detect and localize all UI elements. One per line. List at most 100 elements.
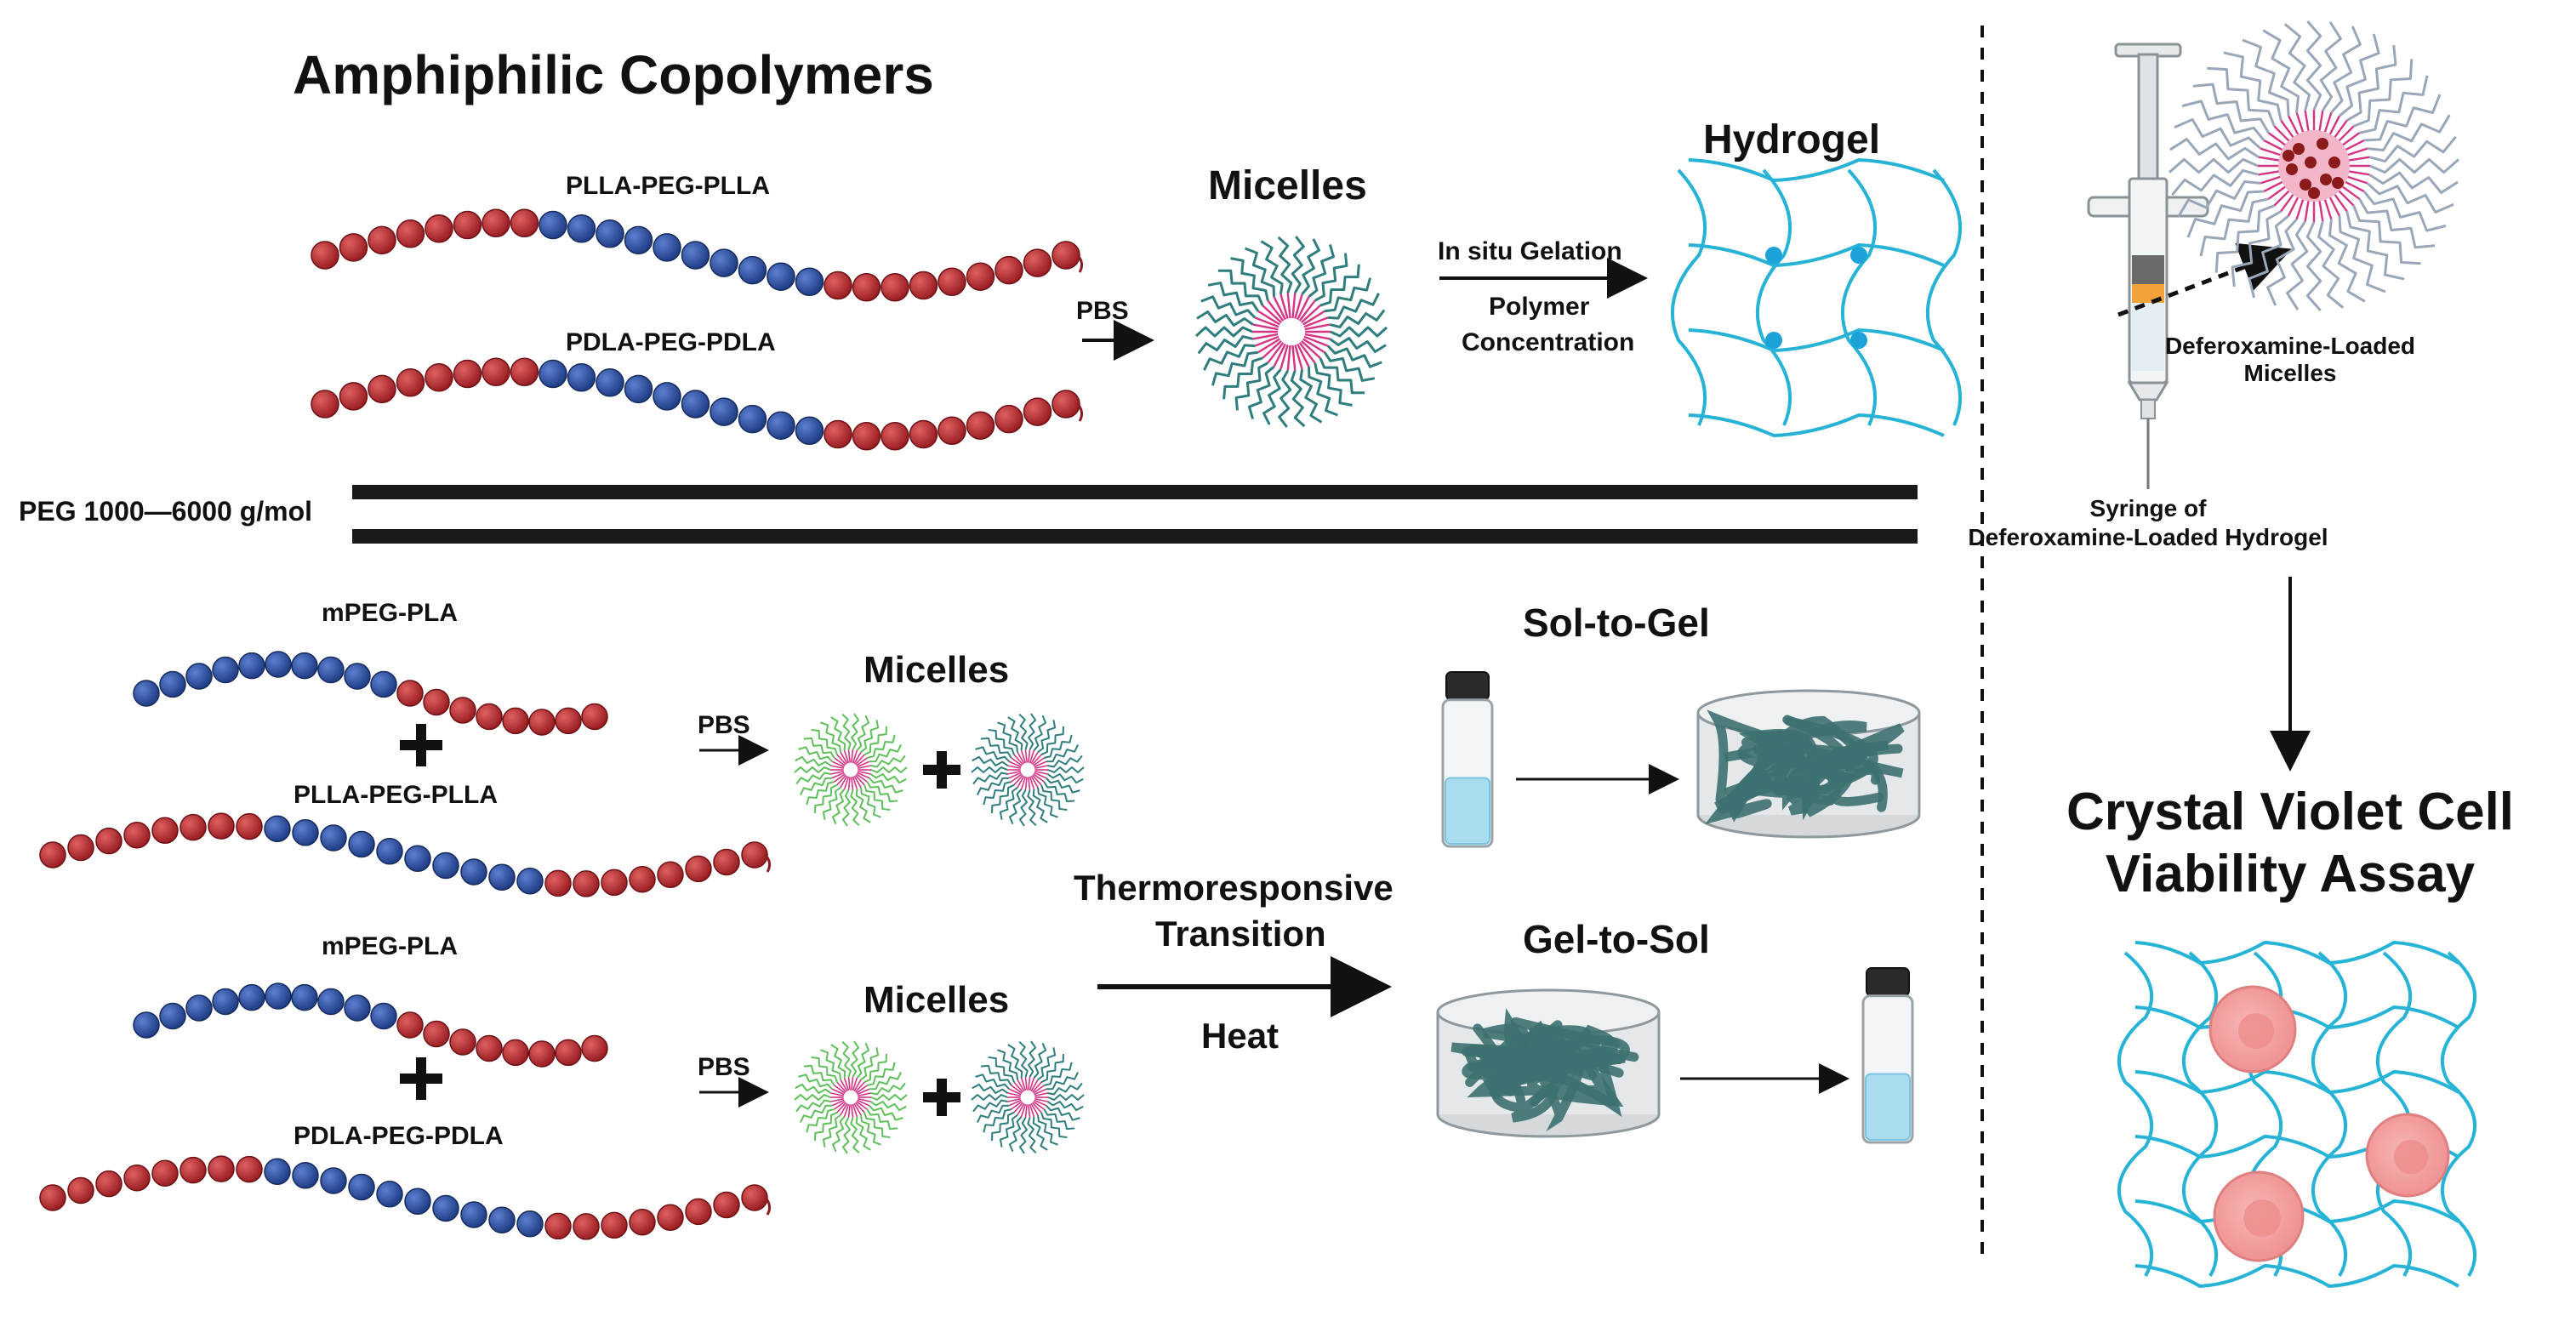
pla-bead — [994, 255, 1023, 285]
pla-bead — [502, 707, 529, 735]
chain-tail — [1076, 403, 1084, 422]
heat-label: Heat — [1201, 1016, 1279, 1056]
micelle-icon — [794, 713, 1085, 827]
chain-label-plla-peg-plla-2: PLLA-PEG-PLLA — [294, 781, 498, 809]
pla-bead — [151, 817, 179, 845]
chain-label-plla-peg-plla: PLLA-PEG-PLLA — [566, 172, 770, 200]
chain-label-mpeg-pla-1: mPEG-PLA — [322, 599, 458, 627]
pla-bead — [573, 870, 600, 897]
peg-bead — [376, 1180, 403, 1208]
pla-bead — [453, 210, 482, 240]
cell-icon — [2365, 1113, 2450, 1198]
pla-bead — [966, 262, 995, 291]
syringe-icon — [2087, 43, 2209, 489]
page-title: Amphiphilic Copolymers — [293, 44, 934, 105]
pla-bead — [1051, 241, 1080, 270]
peg-bead — [185, 663, 213, 690]
micelle-center — [1280, 321, 1302, 343]
chain-label-pdla-peg-pdla: PDLA-PEG-PDLA — [566, 328, 776, 356]
hydrogel-network-icon — [1670, 157, 1963, 438]
crosslink-node — [1850, 332, 1867, 349]
peg-bead — [348, 1173, 375, 1201]
drug-particle — [2300, 179, 2311, 191]
peg-bead — [681, 390, 710, 419]
chain-tail — [764, 1197, 772, 1216]
chain-tail — [764, 854, 772, 873]
drug-particle — [2305, 157, 2317, 168]
chain-tail — [1076, 254, 1084, 273]
pla-bead — [510, 357, 539, 387]
peg-bead — [292, 1162, 319, 1189]
peg-bead — [710, 248, 738, 277]
micelle-center — [1022, 1091, 1034, 1103]
pla-bead — [573, 1213, 600, 1240]
peg-bead — [539, 210, 567, 240]
pla-bead — [425, 214, 453, 243]
peg-bead — [624, 374, 653, 404]
pbs-label-top: PBS — [1076, 297, 1129, 325]
pla-bead — [713, 848, 740, 876]
drug-particle — [2320, 174, 2332, 185]
peg-bead — [738, 404, 767, 434]
peg-bead — [320, 1167, 347, 1194]
peg-bead — [344, 994, 371, 1022]
pbs-label-group1: PBS — [698, 711, 750, 739]
peg-bead — [432, 851, 459, 880]
peg-bead — [265, 651, 292, 678]
peg-bead — [795, 416, 824, 446]
micelle-center — [845, 1091, 857, 1103]
pla-bead — [685, 855, 712, 883]
peg-bead — [317, 656, 345, 684]
pla-bead — [909, 419, 938, 449]
crosslink-node — [1765, 332, 1782, 349]
hydrogel-label: Hydrogel — [1703, 117, 1880, 162]
drug-particle — [2328, 157, 2340, 168]
cell-icon — [2208, 985, 2297, 1074]
micelle-center — [845, 764, 857, 776]
micelle-core — [830, 1077, 871, 1118]
pla-bead — [510, 208, 539, 238]
transition-label: Transition — [1155, 914, 1326, 954]
vial-liquid — [1865, 1073, 1911, 1142]
thermoresponsive-label: Thermoresponsive — [1074, 868, 1393, 908]
crosslink-node — [1765, 247, 1782, 264]
peg-bead — [344, 663, 371, 690]
pla-bead — [881, 272, 909, 302]
peg-bead — [264, 815, 291, 842]
pla-bead — [423, 1020, 450, 1048]
plus-icon — [400, 724, 442, 766]
top-copolymer-chains — [311, 208, 1084, 451]
peg-bead — [624, 225, 653, 255]
pla-bead — [449, 697, 476, 724]
pla-bead — [824, 271, 852, 300]
divider-bar-upper — [352, 485, 1918, 499]
pla-bead — [368, 374, 396, 404]
peg-bead — [596, 219, 624, 248]
peg-bead — [596, 368, 624, 397]
gel-strand — [1782, 715, 1881, 817]
pla-bead — [180, 813, 207, 841]
pla-bead — [123, 821, 151, 849]
micelle-core — [1252, 293, 1331, 371]
peg-bead — [238, 983, 265, 1011]
micelle-core — [1007, 1077, 1048, 1118]
pla-bead — [528, 1040, 556, 1068]
peg-bead — [567, 362, 596, 392]
peg-bead — [264, 1158, 291, 1185]
pla-bead — [938, 267, 966, 297]
peg-bead — [710, 397, 738, 426]
pla-bead — [581, 1034, 608, 1062]
crosslink-node — [1850, 247, 1867, 264]
peg-bead — [348, 830, 375, 858]
pla-bead — [449, 1028, 476, 1056]
peg-bead — [185, 994, 213, 1022]
pla-bead — [180, 1156, 207, 1184]
cell-icon — [2213, 1170, 2305, 1262]
dfo-micelles-label-line2: Micelles — [2244, 360, 2337, 386]
peg-bead — [653, 233, 681, 262]
peg-bead — [370, 670, 397, 698]
gel-strand — [1473, 1023, 1639, 1089]
drug-particle — [2317, 138, 2328, 150]
pla-bead — [601, 1211, 628, 1239]
